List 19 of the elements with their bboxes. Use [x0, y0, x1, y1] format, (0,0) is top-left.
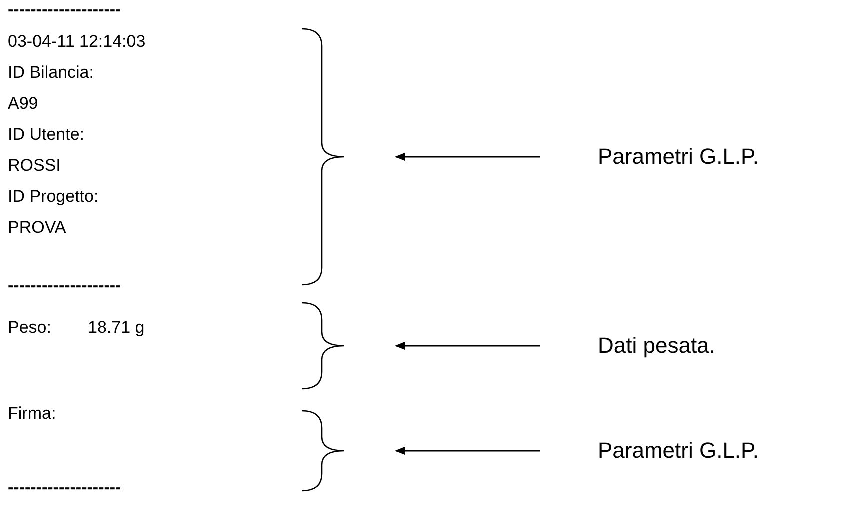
annotation-text: Dati pesata.	[598, 333, 716, 358]
printout-line: 03-04-11 12:14:03	[8, 32, 146, 52]
arrow	[395, 342, 540, 350]
printout-line: ID Progetto:	[8, 187, 99, 207]
printout-line: ROSSI	[8, 156, 61, 176]
annotation-text: Parametri G.L.P.	[598, 438, 759, 463]
field-label: Peso:	[8, 318, 52, 338]
weight-value: 18.71 g	[88, 318, 145, 338]
printout-line: ID Bilancia:	[8, 63, 94, 83]
separator-line: --------------------	[8, 276, 122, 296]
separator-line: --------------------	[8, 0, 122, 20]
arrow	[395, 153, 540, 161]
printout-line: PROVA	[8, 218, 66, 238]
printout-line: Firma:	[8, 404, 56, 424]
separator-line: --------------------	[8, 478, 122, 498]
arrow	[395, 447, 540, 455]
printout-line: A99	[8, 94, 38, 114]
printout-line: ID Utente:	[8, 125, 85, 145]
annotation-text: Parametri G.L.P.	[598, 144, 759, 169]
